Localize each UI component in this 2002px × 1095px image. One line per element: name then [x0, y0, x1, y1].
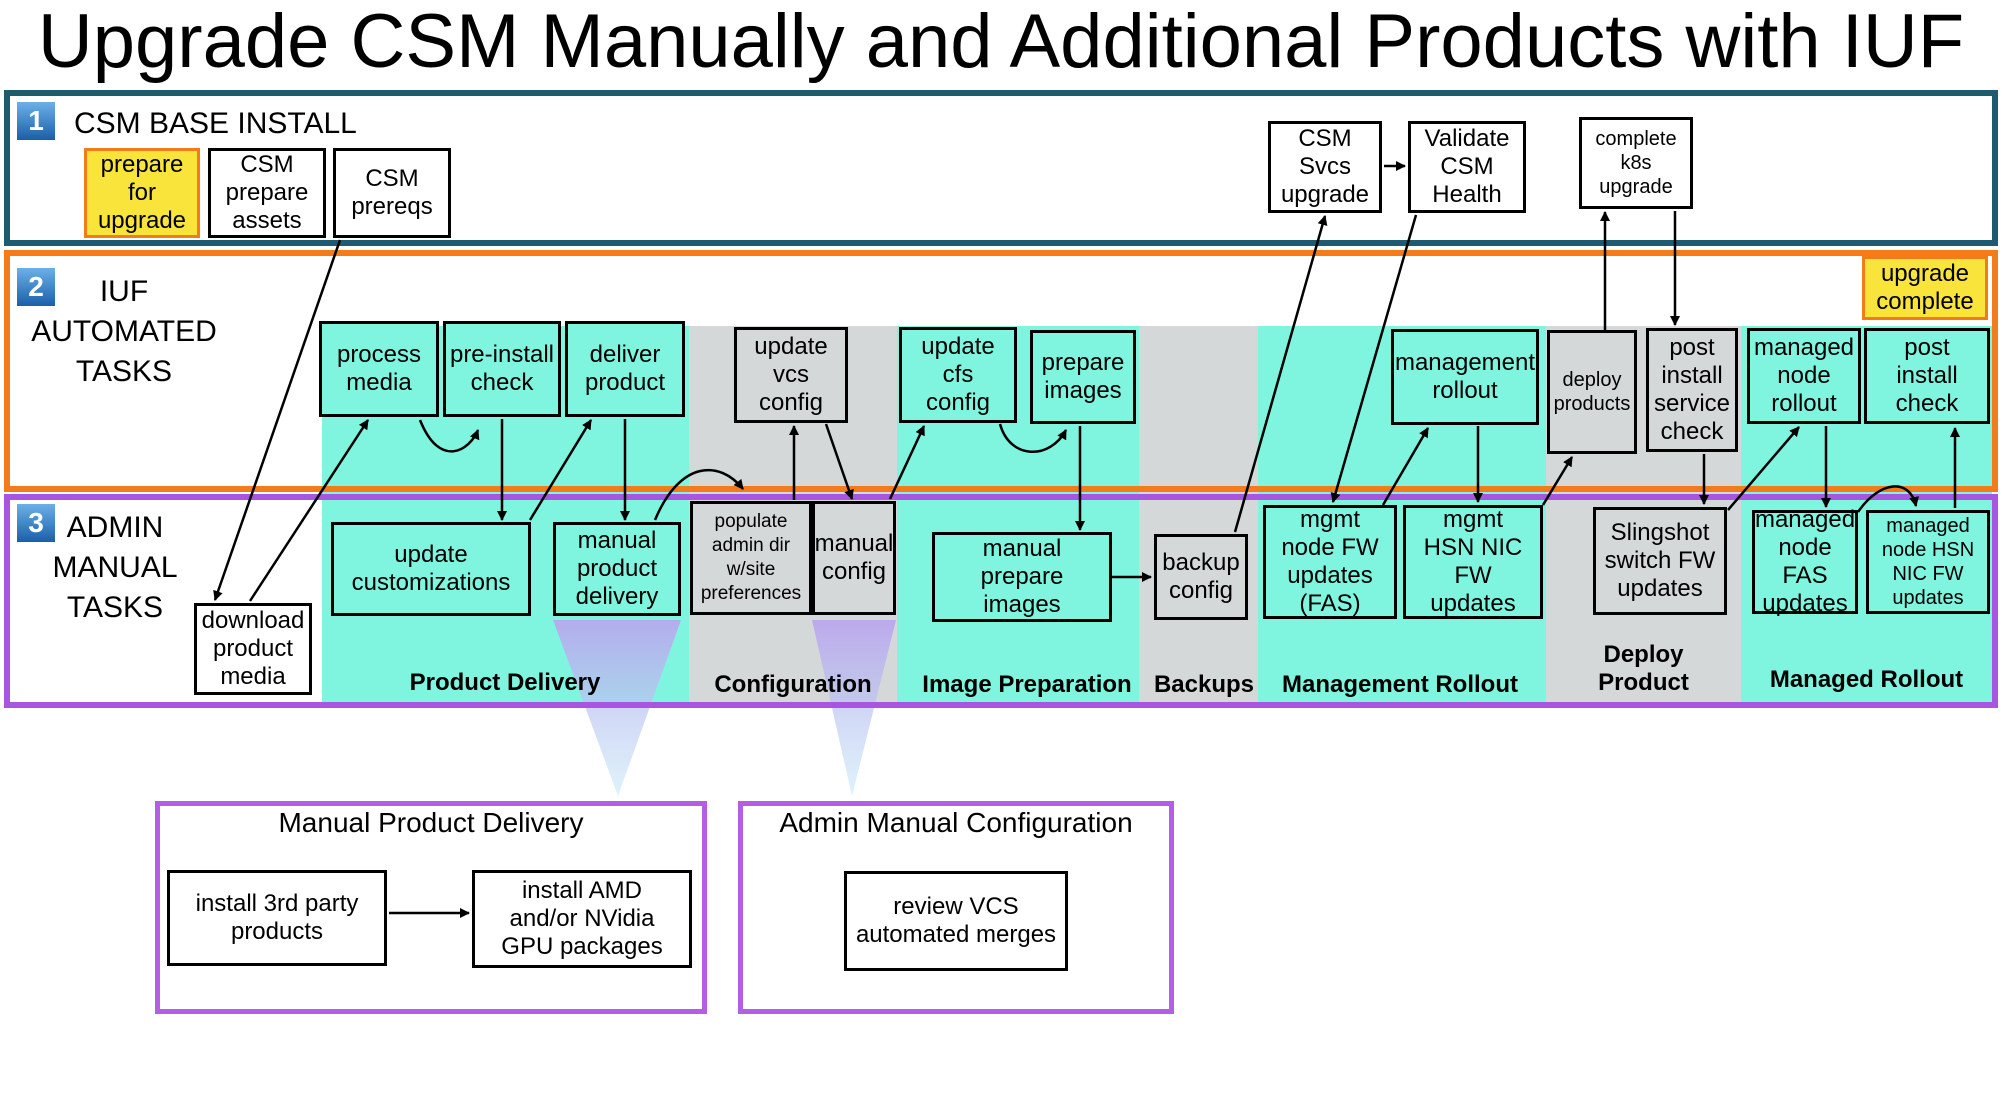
column-label-configuration: Configuration — [714, 671, 872, 698]
upgrade-complete-box: upgrade complete — [1862, 256, 1988, 320]
admin-manual-configuration-panel-title: Admin Manual Configuration — [779, 807, 1133, 838]
band-csm-base-install — [4, 90, 1998, 246]
complete-k8s-upgrade-box: complete k8s upgrade — [1579, 117, 1693, 209]
prepare-images-box: prepare images — [1030, 330, 1136, 424]
update-vcs-config-box: update vcs config — [734, 327, 848, 423]
post-install-check-box: post install check — [1864, 328, 1990, 424]
band-iuf-automated-tasks — [4, 250, 1998, 492]
csm-prepare-assets-box: CSM prepare assets — [208, 148, 326, 238]
download-product-media-box: download product media — [194, 603, 312, 695]
manual-product-delivery-box: manual product delivery — [553, 522, 681, 616]
slingshot-switch-fw-updates-box: Slingshot switch FW updates — [1593, 507, 1727, 615]
band-1-number-badge: 1 — [17, 102, 55, 140]
band-admin-manual-tasks — [4, 494, 1998, 708]
validate-csm-health-box: Validate CSM Health — [1408, 121, 1526, 213]
backup-config-box: backup config — [1154, 534, 1248, 620]
band-2-number-badge: 2 — [17, 268, 55, 306]
management-rollout-box: management rollout — [1391, 329, 1539, 425]
mgmt-node-fw-updates-box: mgmt node FW updates (FAS) — [1263, 505, 1397, 619]
band-3-number-badge: 3 — [17, 504, 55, 542]
manual-product-delivery-panel-title: Manual Product Delivery — [278, 807, 584, 838]
managed-node-hsn-nic-fw-updates-box: managed node HSN NIC FW updates — [1866, 510, 1990, 614]
band-1-label: CSM BASE INSTALL — [74, 107, 357, 140]
update-customizations-box: update customizations — [331, 522, 531, 616]
band-2-label: IUF AUTOMATED TASKS — [31, 275, 217, 388]
process-media-box: process media — [319, 321, 439, 417]
column-label-deploy-product: Deploy Product — [1598, 641, 1689, 696]
deploy-products-box: deploy products — [1547, 330, 1637, 454]
csm-prereqs-box: CSM prereqs — [333, 148, 451, 238]
column-label-managed-rollout: Managed Rollout — [1769, 666, 1964, 693]
mgmt-hsn-nic-fw-updates-box: mgmt HSN NIC FW updates — [1403, 505, 1543, 619]
column-label-product-delivery: Product Delivery — [409, 669, 601, 696]
column-label-backups: Backups — [1153, 671, 1255, 698]
column-label-image-preparation: Image Preparation — [922, 671, 1132, 698]
column-label-management-rollout: Management Rollout — [1281, 671, 1518, 698]
populate-admin-dir-box: populate admin dir w/site preferences — [690, 501, 812, 615]
deliver-product-box: deliver product — [565, 321, 685, 417]
band-3-label: ADMIN MANUAL TASKS — [52, 511, 178, 624]
update-cfs-config-box: update cfs config — [899, 327, 1017, 423]
prepare-for-upgrade-box: prepare for upgrade — [84, 148, 200, 238]
csm-svcs-upgrade-box: CSM Svcs upgrade — [1268, 121, 1382, 213]
manual-prepare-images-box: manual prepare images — [932, 532, 1112, 622]
managed-node-fas-updates-box: managed node FAS updates — [1752, 506, 1858, 617]
pre-install-check-box: pre-install check — [443, 321, 561, 417]
review-vcs-automated-merges-box: review VCS automated merges — [844, 871, 1068, 971]
page-title: Upgrade CSM Manually and Additional Prod… — [37, 0, 1965, 84]
managed-node-rollout-box: managed node rollout — [1747, 328, 1861, 424]
manual-config-box: manual config — [812, 501, 896, 615]
install-gpu-packages-box: install AMD and/or NVidia GPU packages — [472, 870, 692, 968]
install-3rd-party-products-box: install 3rd party products — [167, 870, 387, 966]
post-install-service-check-box: post install service check — [1646, 328, 1738, 452]
